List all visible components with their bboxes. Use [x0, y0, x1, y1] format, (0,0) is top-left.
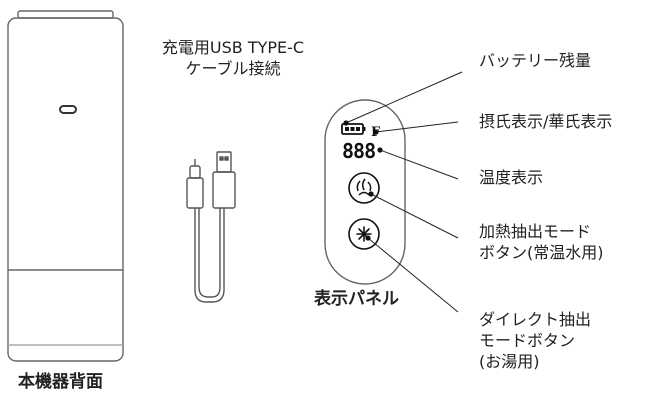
leader-dots: [343, 120, 383, 241]
leader-lines: [345, 71, 463, 313]
display-panel-label: 表示パネル: [314, 289, 399, 309]
battery-icon: [341, 123, 366, 135]
battery-level-label: バッテリー残量: [479, 51, 592, 70]
unit-display-label: 摂氏表示/華氏表示: [479, 112, 613, 131]
cable-connection-label: 充電用USB TYPE-C ケーブル接続: [161, 38, 305, 78]
heat-mode-label: 加熱抽出モード ボタン(常温水用): [479, 222, 604, 262]
display-panel: F 888: [324, 99, 406, 285]
steam-flame-icon: [356, 178, 372, 196]
device-back-view: [7, 10, 124, 362]
temperature-digits: 888: [342, 139, 375, 163]
usb-c-port: [59, 105, 77, 114]
direct-extraction-button[interactable]: [348, 218, 380, 250]
device-back-label: 本機器背面: [18, 372, 103, 392]
direct-mode-label: ダイレクト抽出 モードボタン (お湯用): [479, 310, 592, 371]
temperature-display-label: 温度表示: [479, 168, 544, 187]
usb-cable: [186, 151, 236, 303]
heat-extraction-button[interactable]: [348, 172, 380, 204]
